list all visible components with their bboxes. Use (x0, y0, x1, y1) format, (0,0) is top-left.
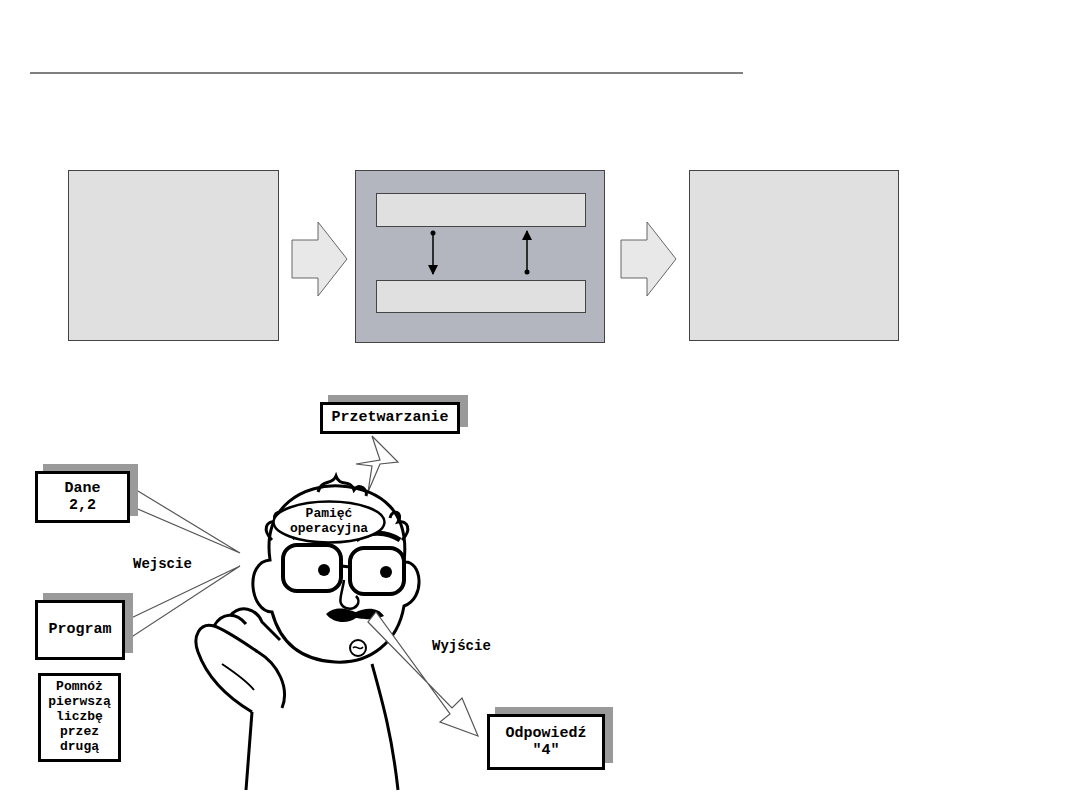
box-text: Dane (64, 480, 100, 497)
input-block (69, 171, 279, 341)
box-text: 2,2 (69, 497, 96, 514)
processing-block (356, 171, 605, 343)
box-text: Przetwarzanie (331, 409, 448, 426)
label-box: Odpowiedź"4" (487, 714, 605, 770)
input-arrow (133, 488, 240, 553)
flow-label: Wejscie (131, 556, 194, 572)
output-block (690, 171, 899, 341)
box-text: Program (48, 621, 111, 638)
block-arrow (621, 222, 676, 296)
box-text: "4" (532, 742, 559, 759)
glasses (350, 548, 404, 594)
inner-block (377, 194, 586, 227)
box-text: Odpowiedź (505, 725, 586, 742)
output-arrow (368, 612, 478, 736)
glasses (283, 545, 341, 591)
flow-arrow (526, 231, 528, 272)
processing-arrow (356, 436, 398, 492)
hand (196, 625, 285, 712)
box-text: Pomnóż pierwszą liczbę przez drugą (47, 680, 112, 755)
label-box: Pomnóż pierwszą liczbę przez drugą (38, 673, 121, 762)
label-box: Program (35, 600, 125, 660)
flow-arrow (432, 233, 434, 274)
memory-ellipse: Pamięć operacyjna (272, 500, 386, 544)
label-box: Dane2,2 (35, 471, 130, 523)
block-arrow (292, 222, 347, 296)
rule-line (30, 73, 743, 74)
inner-block (377, 281, 586, 313)
box-text: Pamięć operacyjna (282, 507, 376, 537)
flow-label: Wyjście (430, 638, 493, 654)
label-box: Przetwarzanie (320, 402, 460, 434)
